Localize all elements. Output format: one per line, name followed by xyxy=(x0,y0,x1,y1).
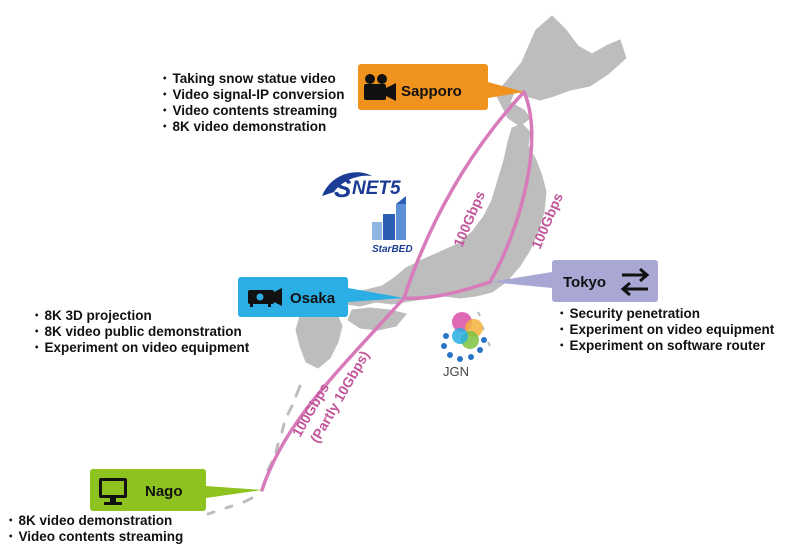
route-sapporo-tokyo xyxy=(488,90,534,284)
sinet5-logo: S NET5 xyxy=(322,172,401,203)
list-item: Security penetration xyxy=(555,306,774,322)
projector-icon xyxy=(248,288,282,307)
sapporo-label: Sapporo xyxy=(401,83,462,100)
list-item: Experiment on software router xyxy=(555,338,774,354)
sinet-mark: S xyxy=(334,173,352,203)
building-icon xyxy=(372,196,406,240)
exchange-arrows-icon xyxy=(620,267,650,297)
jgn-circles-icon xyxy=(441,312,487,362)
movie-camera-icon xyxy=(364,74,396,101)
list-item: Experiment on video equipment xyxy=(555,322,775,338)
list-item: 8K video demonstration xyxy=(4,513,183,529)
list-item: Video signal-IP conversion xyxy=(158,87,345,103)
sapporo-activities: Taking snow statue video Video signal-IP… xyxy=(158,71,345,135)
nago-label: Nago xyxy=(145,483,183,500)
jgn-text: JGN xyxy=(443,364,469,379)
honshu-island xyxy=(335,123,547,307)
nago-box: Nago xyxy=(90,469,206,511)
list-item: 8K 3D projection xyxy=(30,308,249,324)
jgn-logo: JGN xyxy=(441,312,487,379)
monitor-icon xyxy=(99,478,127,505)
sinet-text: NET5 xyxy=(352,178,401,199)
nago-pointer xyxy=(206,486,262,498)
sinet-swoosh-icon xyxy=(322,172,372,196)
route-osaka-nago xyxy=(260,296,406,492)
starbed-text: StarBED xyxy=(372,244,413,255)
tokyo-box: Tokyo xyxy=(552,260,658,302)
osaka-box: Osaka xyxy=(238,277,348,317)
callout-pointers xyxy=(206,82,552,498)
sapporo-box: Sapporo xyxy=(358,64,488,110)
list-item: Taking snow statue video xyxy=(158,71,345,87)
starbed-logo: StarBED xyxy=(372,196,413,255)
sapporo-pointer xyxy=(488,82,524,98)
nago-activities: 8K video demonstration Video contents st… xyxy=(4,513,184,545)
tokyo-label: Tokyo xyxy=(563,274,606,291)
list-item: 8K video demonstration xyxy=(158,119,345,135)
list-item: Experiment on video equipment xyxy=(30,340,250,356)
osaka-label: Osaka xyxy=(290,290,336,307)
list-item: Video contents streaming xyxy=(158,103,345,119)
network-routes xyxy=(260,90,534,492)
osaka-activities: 8K 3D projection 8K video public demonst… xyxy=(30,308,250,356)
tokyo-pointer xyxy=(490,272,552,288)
hokkaido-island xyxy=(495,15,627,127)
route-sapporo-osaka xyxy=(402,90,526,300)
osaka-pointer xyxy=(348,288,404,302)
list-item: Video contents streaming xyxy=(4,529,184,545)
route-osaka-tokyo xyxy=(402,280,492,301)
tokyo-activities: Security penetration Experiment on video… xyxy=(555,306,775,354)
list-item: 8K video public demonstration xyxy=(30,324,249,340)
